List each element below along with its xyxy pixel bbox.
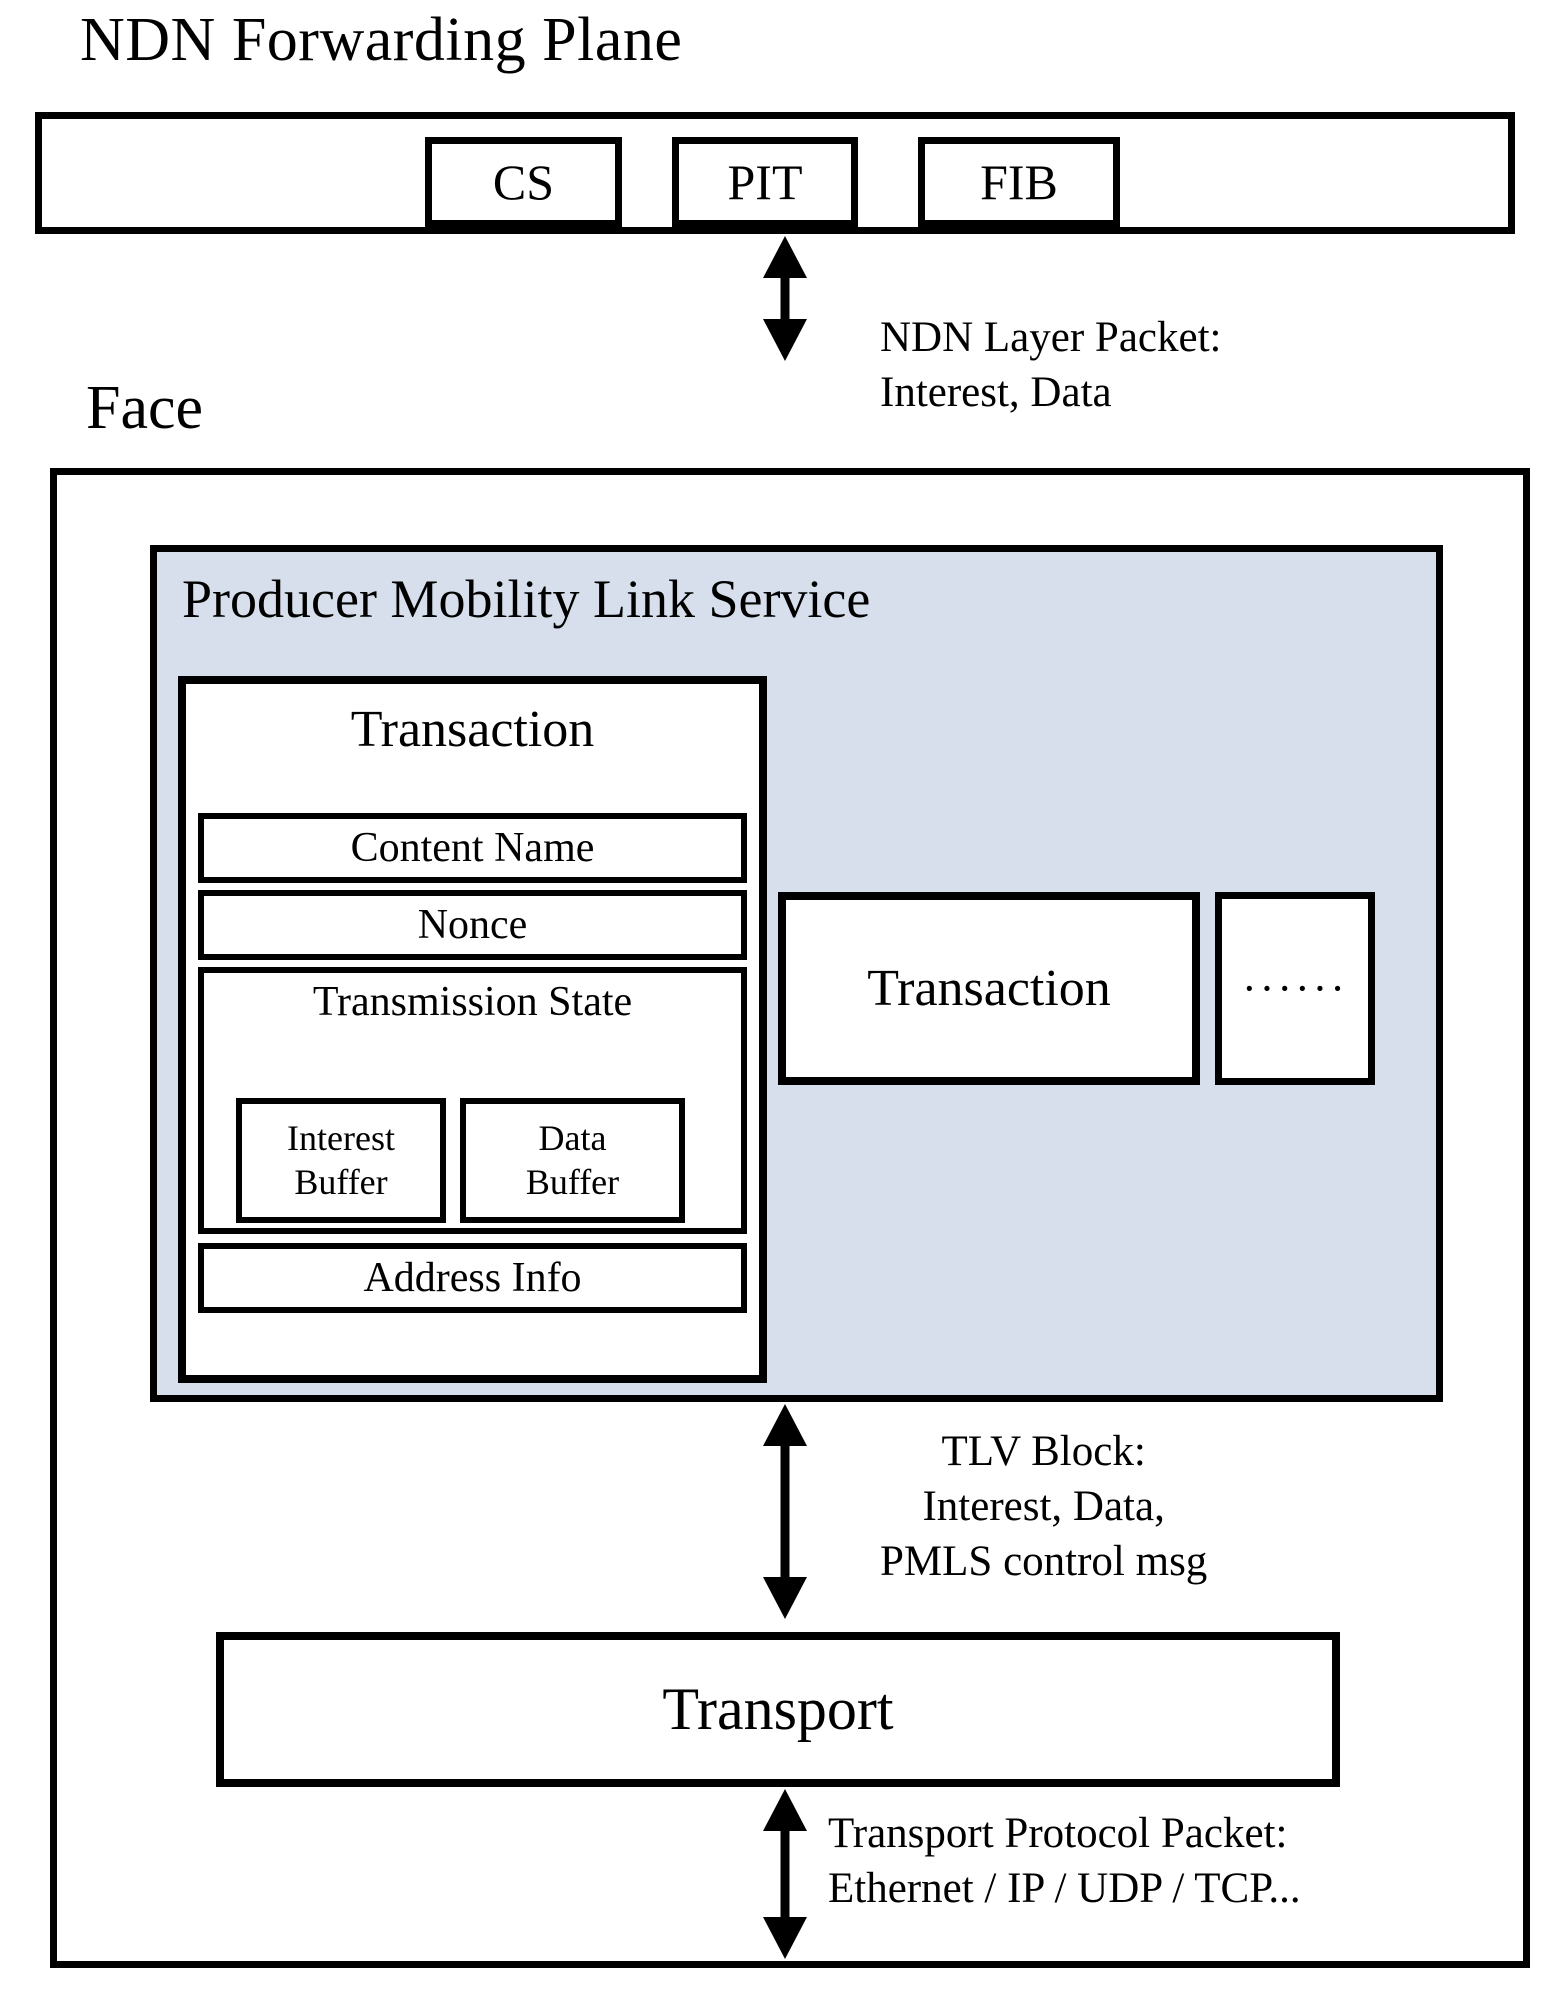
content-store-box: CS (425, 137, 622, 227)
transport-box: Transport (216, 1632, 1340, 1787)
ndn-forwarding-plane-title: NDN Forwarding Plane (80, 6, 683, 74)
transport-protocol-packet-label: Transport Protocol Packet: Ethernet / IP… (828, 1806, 1301, 1916)
content-name-field: Content Name (198, 813, 747, 883)
interest-buffer-label-line1: Interest (287, 1117, 395, 1158)
interest-buffer-label-line2: Buffer (294, 1161, 388, 1202)
nonce-field: Nonce (198, 890, 747, 960)
transport-protocol-packet-arrow-icon (763, 1789, 807, 1959)
transaction-ellipsis-box: ······ (1215, 892, 1375, 1085)
ndn-layer-packet-arrow-icon (763, 236, 807, 361)
ndn-layer-packet-label-line2: Interest, Data (880, 369, 1112, 417)
face-title: Face (86, 374, 204, 442)
pending-interest-table-box: PIT (672, 137, 858, 227)
data-buffer-label-line2: Buffer (525, 1161, 620, 1202)
ndn-layer-packet-label-line1: NDN Layer Packet: (880, 314, 1222, 361)
transaction-detail-title: Transaction (350, 701, 595, 758)
address-info-field: Address Info (198, 1243, 747, 1313)
interest-buffer-box: Interest Buffer (236, 1098, 446, 1223)
transport-protocol-packet-label-line1: Transport Protocol Packet: (828, 1810, 1288, 1857)
transport-protocol-packet-label-line2: Ethernet / IP / UDP / TCP... (828, 1865, 1301, 1913)
data-buffer-label-line1: Data (538, 1117, 607, 1158)
data-buffer-box: Data Buffer (460, 1098, 685, 1223)
transmission-state-title: Transmission State (312, 979, 633, 1025)
tlv-block-label-line2: Interest, Data, (922, 1483, 1165, 1531)
tlv-block-arrow-icon (763, 1404, 807, 1619)
ndn-layer-packet-label: NDN Layer Packet: Interest, Data (880, 310, 1221, 420)
forwarding-information-base-box: FIB (918, 137, 1120, 227)
producer-mobility-link-service-title: Producer Mobility Link Service (182, 569, 871, 629)
tlv-block-label: TLV Block: Interest, Data, PMLS control … (880, 1424, 1207, 1589)
tlv-block-label-line3: PMLS control msg (880, 1538, 1208, 1586)
tlv-block-label-line1: TLV Block: (941, 1428, 1146, 1475)
transaction-collapsed-box: Transaction (778, 892, 1200, 1085)
